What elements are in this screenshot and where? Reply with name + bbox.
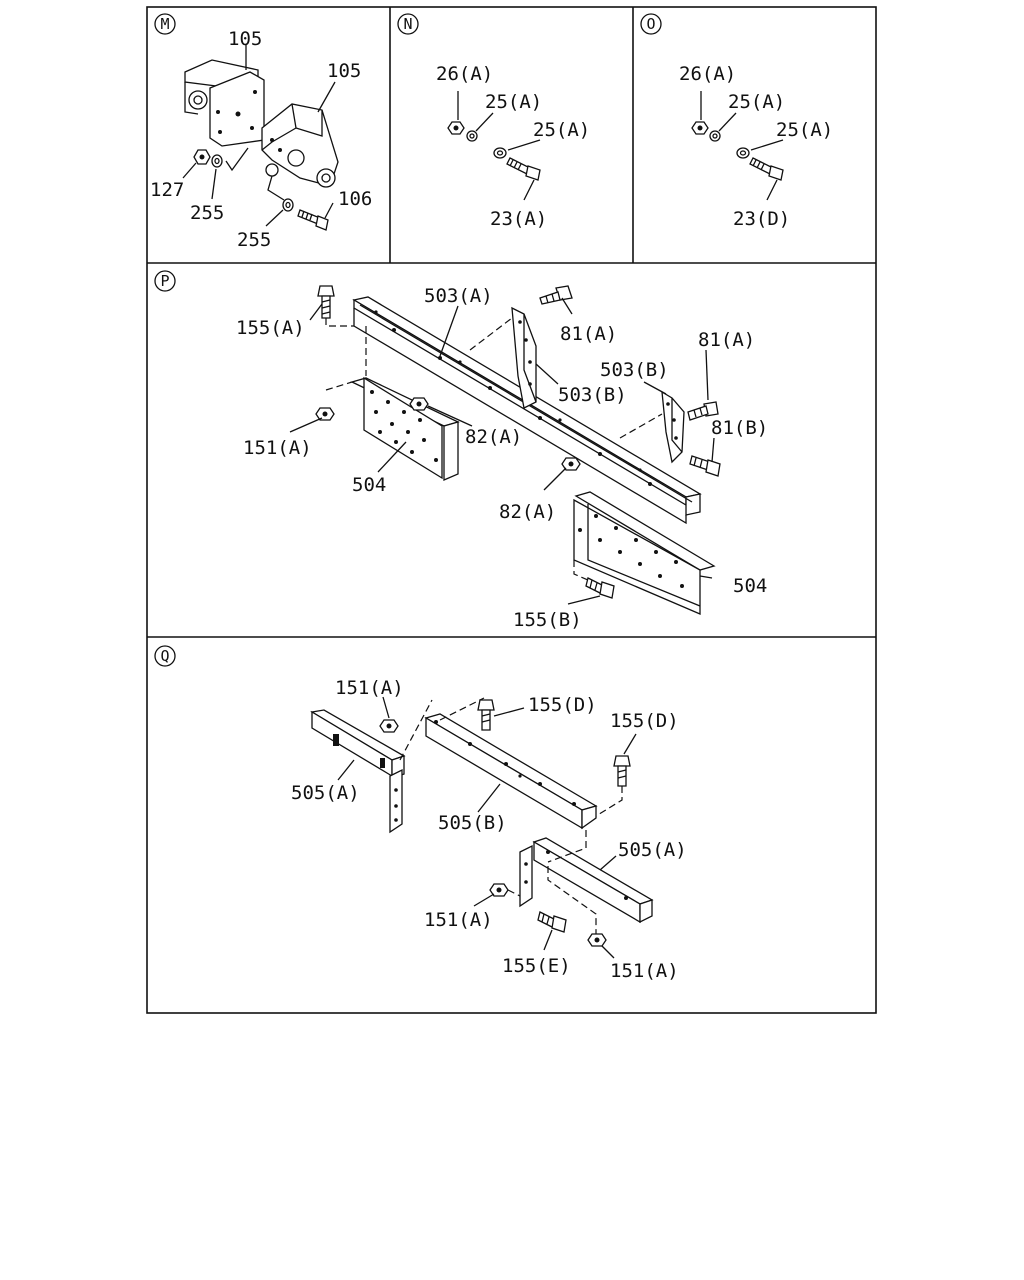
bolt-155d-upper [477, 699, 495, 731]
label-26a: 26(A) [679, 63, 736, 85]
bracket-505a-left [310, 709, 406, 834]
label-82a-lower: 82(A) [499, 501, 556, 523]
panel-m: M [150, 13, 372, 251]
rail-505b [424, 713, 598, 830]
label-23d: 23(D) [733, 208, 790, 230]
label-105b: 105 [327, 60, 361, 82]
panel-m-letter: M [160, 15, 169, 33]
panel-q-marker [154, 645, 176, 667]
plate-504-lower [573, 491, 716, 615]
label-151a: 151(A) [243, 437, 312, 459]
panel-o: O 26(A) 25(A) 25(A) 23(D) [640, 13, 833, 230]
panel-q: Q [154, 645, 687, 982]
label-26a: 26(A) [436, 63, 493, 85]
label-155d-right: 155(D) [610, 710, 679, 732]
label-503a: 503(A) [424, 285, 493, 307]
washer-255-lower [282, 198, 294, 212]
washer-255-upper [211, 154, 223, 168]
label-505a-left: 505(A) [291, 782, 360, 804]
label-155b: 155(B) [513, 609, 582, 631]
label-106: 106 [338, 188, 372, 210]
mount-bracket-105b [261, 103, 339, 188]
plate-504-upper [350, 376, 460, 481]
panel-n: N 26(A) 25(A) 25(A) 23(A) [397, 13, 590, 230]
diagram-frame [146, 6, 877, 1014]
label-81b: 81(B) [711, 417, 768, 439]
label-25a-1: 25(A) [728, 91, 785, 113]
label-505a-right: 505(A) [618, 839, 687, 861]
bolt-106 [297, 209, 329, 231]
washer-25a-2 [493, 147, 507, 159]
label-504-upper: 504 [352, 474, 386, 496]
label-505b: 505(B) [438, 812, 507, 834]
label-503b-lower: 503(B) [600, 359, 669, 381]
label-81a-lower: 81(A) [698, 329, 755, 351]
label-503b-upper: 503(B) [558, 384, 627, 406]
bolt-23d [749, 157, 784, 181]
panel-n-letter: N [403, 15, 412, 33]
label-151a-upper: 151(A) [335, 677, 404, 699]
bolt-155e [537, 911, 567, 933]
bolt-23a [506, 157, 541, 181]
panel-q-letter: Q [160, 647, 169, 665]
label-25a-1: 25(A) [485, 91, 542, 113]
label-255b: 255 [237, 229, 271, 251]
washer-25a-1 [709, 130, 721, 142]
panel-p: P [154, 270, 768, 631]
bolt-155d-right [613, 755, 631, 787]
panel-n-marker [397, 13, 419, 35]
label-23a: 23(A) [490, 208, 547, 230]
washer-25a-1 [466, 130, 478, 142]
bolt-81a-lower [687, 401, 719, 421]
panel-o-marker [640, 13, 662, 35]
bolt-155a [317, 285, 335, 319]
panel-o-letter: O [646, 15, 655, 33]
label-155a: 155(A) [236, 317, 305, 339]
bolt-81a-upper [539, 285, 573, 305]
label-25a-2: 25(A) [533, 119, 590, 141]
label-255a: 255 [190, 202, 224, 224]
bolt-81b [689, 455, 721, 477]
label-151a-left: 151(A) [424, 909, 493, 931]
bracket-505a-right [519, 837, 654, 924]
label-81a-upper: 81(A) [560, 323, 617, 345]
label-127: 127 [150, 179, 184, 201]
label-504-lower: 504 [733, 575, 767, 597]
label-155d-upper: 155(D) [528, 694, 597, 716]
bracket-503b-upper [511, 306, 537, 409]
label-105a: 105 [228, 28, 262, 50]
bolt-155b [585, 577, 615, 599]
panel-m-marker [154, 13, 176, 35]
label-151a-right: 151(A) [610, 960, 679, 982]
panel-p-marker [154, 270, 176, 292]
label-82a-upper: 82(A) [465, 426, 522, 448]
label-25a-2: 25(A) [776, 119, 833, 141]
washer-25a-2 [736, 147, 750, 159]
label-155e: 155(E) [502, 955, 571, 977]
bracket-503b-lower [661, 390, 685, 464]
mount-bracket-105a [184, 59, 265, 147]
panel-p-letter: P [160, 272, 169, 290]
